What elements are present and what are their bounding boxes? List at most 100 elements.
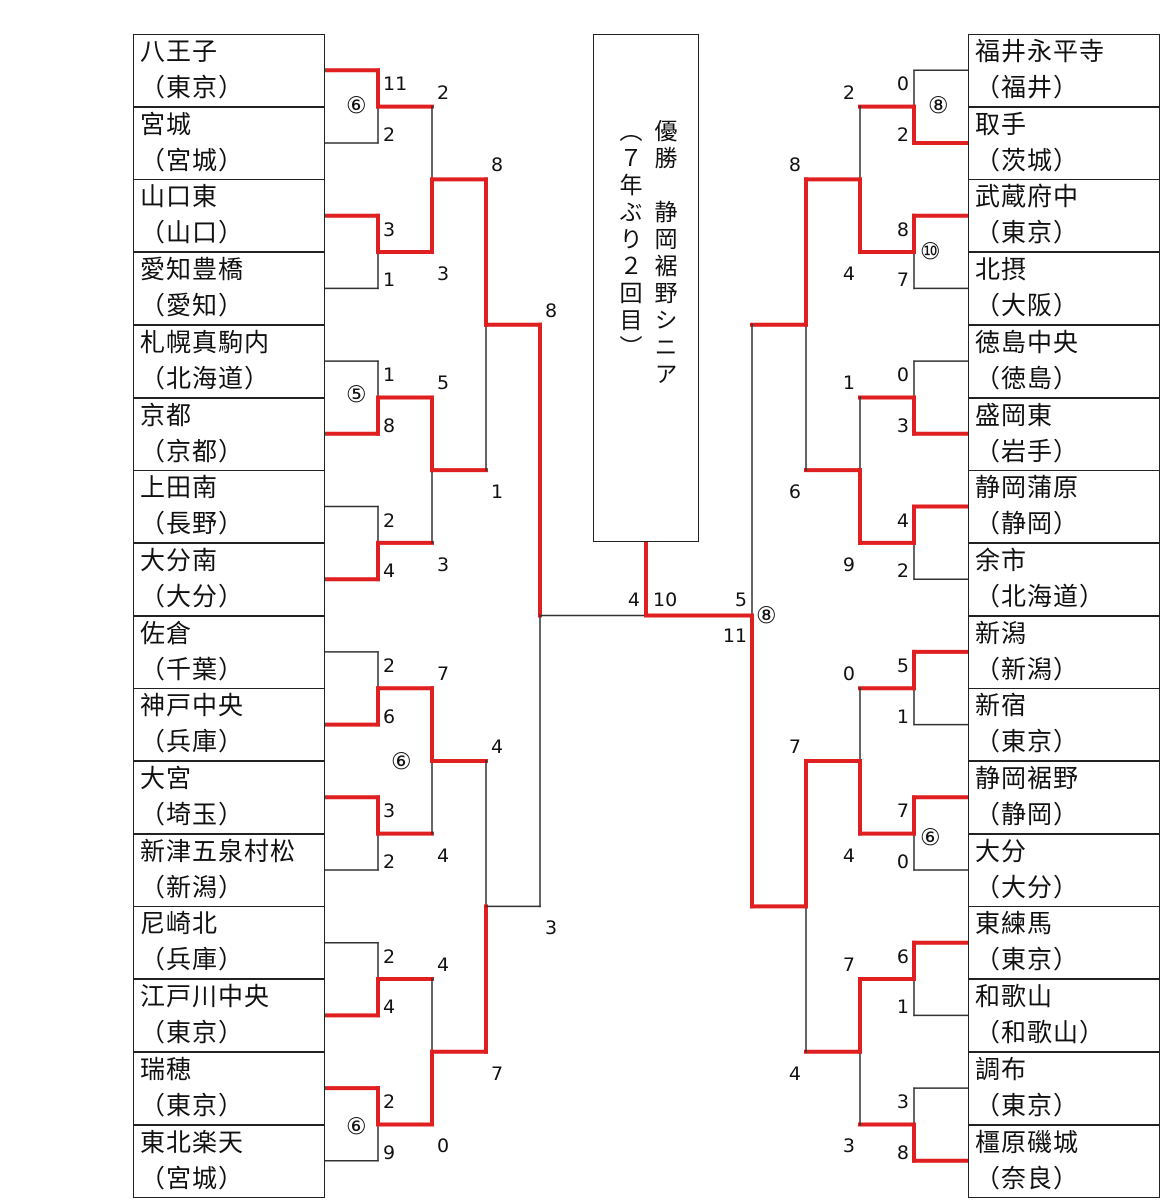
right-team-box: 大分（大分） xyxy=(968,833,1160,907)
team-prefecture: （東京） xyxy=(975,218,1080,248)
score-label: 8 xyxy=(788,154,801,177)
team-name: 新宿 xyxy=(975,691,1028,721)
score-label: 7 xyxy=(842,954,855,977)
score-label: 2 xyxy=(896,124,909,146)
team-prefecture: （宮城） xyxy=(140,1163,245,1193)
score-label: 3 xyxy=(383,218,396,241)
score-label: 7 xyxy=(896,269,909,292)
score-label: 6 xyxy=(896,945,909,968)
right-team-box: 和歌山（和歌山） xyxy=(968,979,1160,1053)
score-label: 6 xyxy=(383,705,396,728)
team-name: 橿原磯城 xyxy=(975,1127,1080,1157)
right-team-box: 余市（北海道） xyxy=(968,542,1160,616)
left-team-box: 札幌真駒内（北海道） xyxy=(133,324,325,398)
left-team-box: 愛知豊橋（愛知） xyxy=(133,252,325,326)
score-label: 2 xyxy=(383,509,396,532)
score-label: 2 xyxy=(383,654,396,677)
score-label: 3 xyxy=(842,1135,855,1158)
team-name: 大分南 xyxy=(140,545,219,575)
score-label: 9 xyxy=(842,553,855,576)
champion-subtitle: （７年ぶり２回目） xyxy=(615,119,641,362)
team-name: 札幌真駒内 xyxy=(140,327,271,357)
score-label: 3 xyxy=(383,800,396,823)
score-label: 9 xyxy=(383,1141,396,1164)
team-prefecture: （和歌山） xyxy=(975,1018,1106,1048)
team-name: 瑞穂 xyxy=(140,1054,193,1084)
team-prefecture: （長野） xyxy=(140,509,245,539)
score-label: 7 xyxy=(896,800,909,823)
champion-box: 優勝 静岡裾野シニア （７年ぶり２回目） xyxy=(593,34,699,542)
innings-marker: ⑧ xyxy=(756,603,777,629)
team-name: 山口東 xyxy=(140,182,219,212)
team-name: 大宮 xyxy=(140,764,193,793)
innings-marker: ⑥ xyxy=(346,1114,367,1140)
score-label: 8 xyxy=(896,218,909,241)
team-prefecture: （大阪） xyxy=(975,291,1080,321)
score-label: 8 xyxy=(545,299,558,322)
team-prefecture: （茨城） xyxy=(975,145,1080,175)
team-name: 佐倉 xyxy=(140,618,193,648)
right-team-box: 武蔵府中 （東京） xyxy=(968,179,1160,253)
team-name: 江戸川中央 xyxy=(140,982,271,1012)
left-team-box: 上田南 （長野） xyxy=(133,470,325,544)
team-name: 静岡裾野 xyxy=(975,764,1080,793)
right-team-box: 福井永平寺 （福井） xyxy=(968,34,1160,107)
innings-marker: ⑤ xyxy=(346,382,367,408)
team-name: 武蔵府中 xyxy=(975,182,1080,212)
score-label: 10 xyxy=(653,589,678,611)
team-name: 取手 xyxy=(975,109,1028,139)
team-prefecture: （新潟） xyxy=(140,872,245,902)
left-team-box: 京都（京都） xyxy=(133,397,325,471)
innings-marker: ⑩ xyxy=(920,239,941,265)
team-name: 福井永平寺 xyxy=(975,37,1106,66)
score-label: 6 xyxy=(788,481,801,504)
team-name: 宮城 xyxy=(140,109,193,139)
team-prefecture: （大分） xyxy=(140,581,245,611)
score-label: 2 xyxy=(383,851,396,873)
team-prefecture: （静岡） xyxy=(975,800,1080,829)
team-prefecture: （埼玉） xyxy=(140,800,245,829)
score-label: 0 xyxy=(437,1135,450,1158)
score-label: 4 xyxy=(383,996,396,1019)
team-name: 上田南 xyxy=(140,473,219,503)
team-prefecture: （東京） xyxy=(975,1090,1080,1120)
left-team-box: 東北楽天（宮城） xyxy=(133,1124,325,1198)
left-team-box: 大分南 （大分） xyxy=(133,542,325,616)
team-prefecture: （東京） xyxy=(140,1090,245,1120)
score-label: 0 xyxy=(842,663,855,686)
score-label: 3 xyxy=(896,1091,909,1114)
team-name: 京都 xyxy=(140,400,193,430)
score-label: 5 xyxy=(734,589,747,611)
left-team-box: 神戸中央（兵庫） xyxy=(133,688,325,762)
left-team-box: 八王子（東京） xyxy=(133,34,325,107)
right-team-box: 徳島中央（徳島） xyxy=(968,324,1160,398)
score-label: 4 xyxy=(627,589,640,611)
score-label: 4 xyxy=(842,263,855,286)
score-label: 4 xyxy=(437,844,450,867)
team-prefecture: （愛知） xyxy=(140,291,245,321)
left-team-box: 宮城（宮城） xyxy=(133,106,325,180)
team-name: 新津五泉村松 xyxy=(140,836,297,866)
right-team-box: 新宿（東京） xyxy=(968,688,1160,762)
score-label: 4 xyxy=(842,844,855,867)
left-team-box: 山口東（山口） xyxy=(133,179,325,253)
score-label: 3 xyxy=(545,917,558,940)
score-label: 3 xyxy=(437,263,450,286)
right-team-box: 調布（東京） xyxy=(968,1051,1160,1125)
team-name: 余市 xyxy=(975,545,1028,575)
score-label: 2 xyxy=(842,81,855,104)
team-prefecture: （兵庫） xyxy=(140,727,245,757)
team-name: 八王子 xyxy=(140,37,219,66)
team-prefecture: （大分） xyxy=(975,872,1080,902)
right-team-box: 取手 （茨城） xyxy=(968,106,1160,180)
team-prefecture: （静岡） xyxy=(975,509,1080,539)
innings-marker: ⑧ xyxy=(928,93,949,119)
team-name: 新潟 xyxy=(975,618,1028,648)
score-label: 7 xyxy=(491,1062,504,1085)
left-team-box: 佐倉（千葉） xyxy=(133,615,325,689)
score-label: 2 xyxy=(383,1091,396,1114)
team-prefecture: （徳島） xyxy=(975,363,1080,393)
score-label: 8 xyxy=(491,154,504,177)
team-prefecture: （福井） xyxy=(975,73,1080,102)
score-label: 4 xyxy=(437,954,450,977)
